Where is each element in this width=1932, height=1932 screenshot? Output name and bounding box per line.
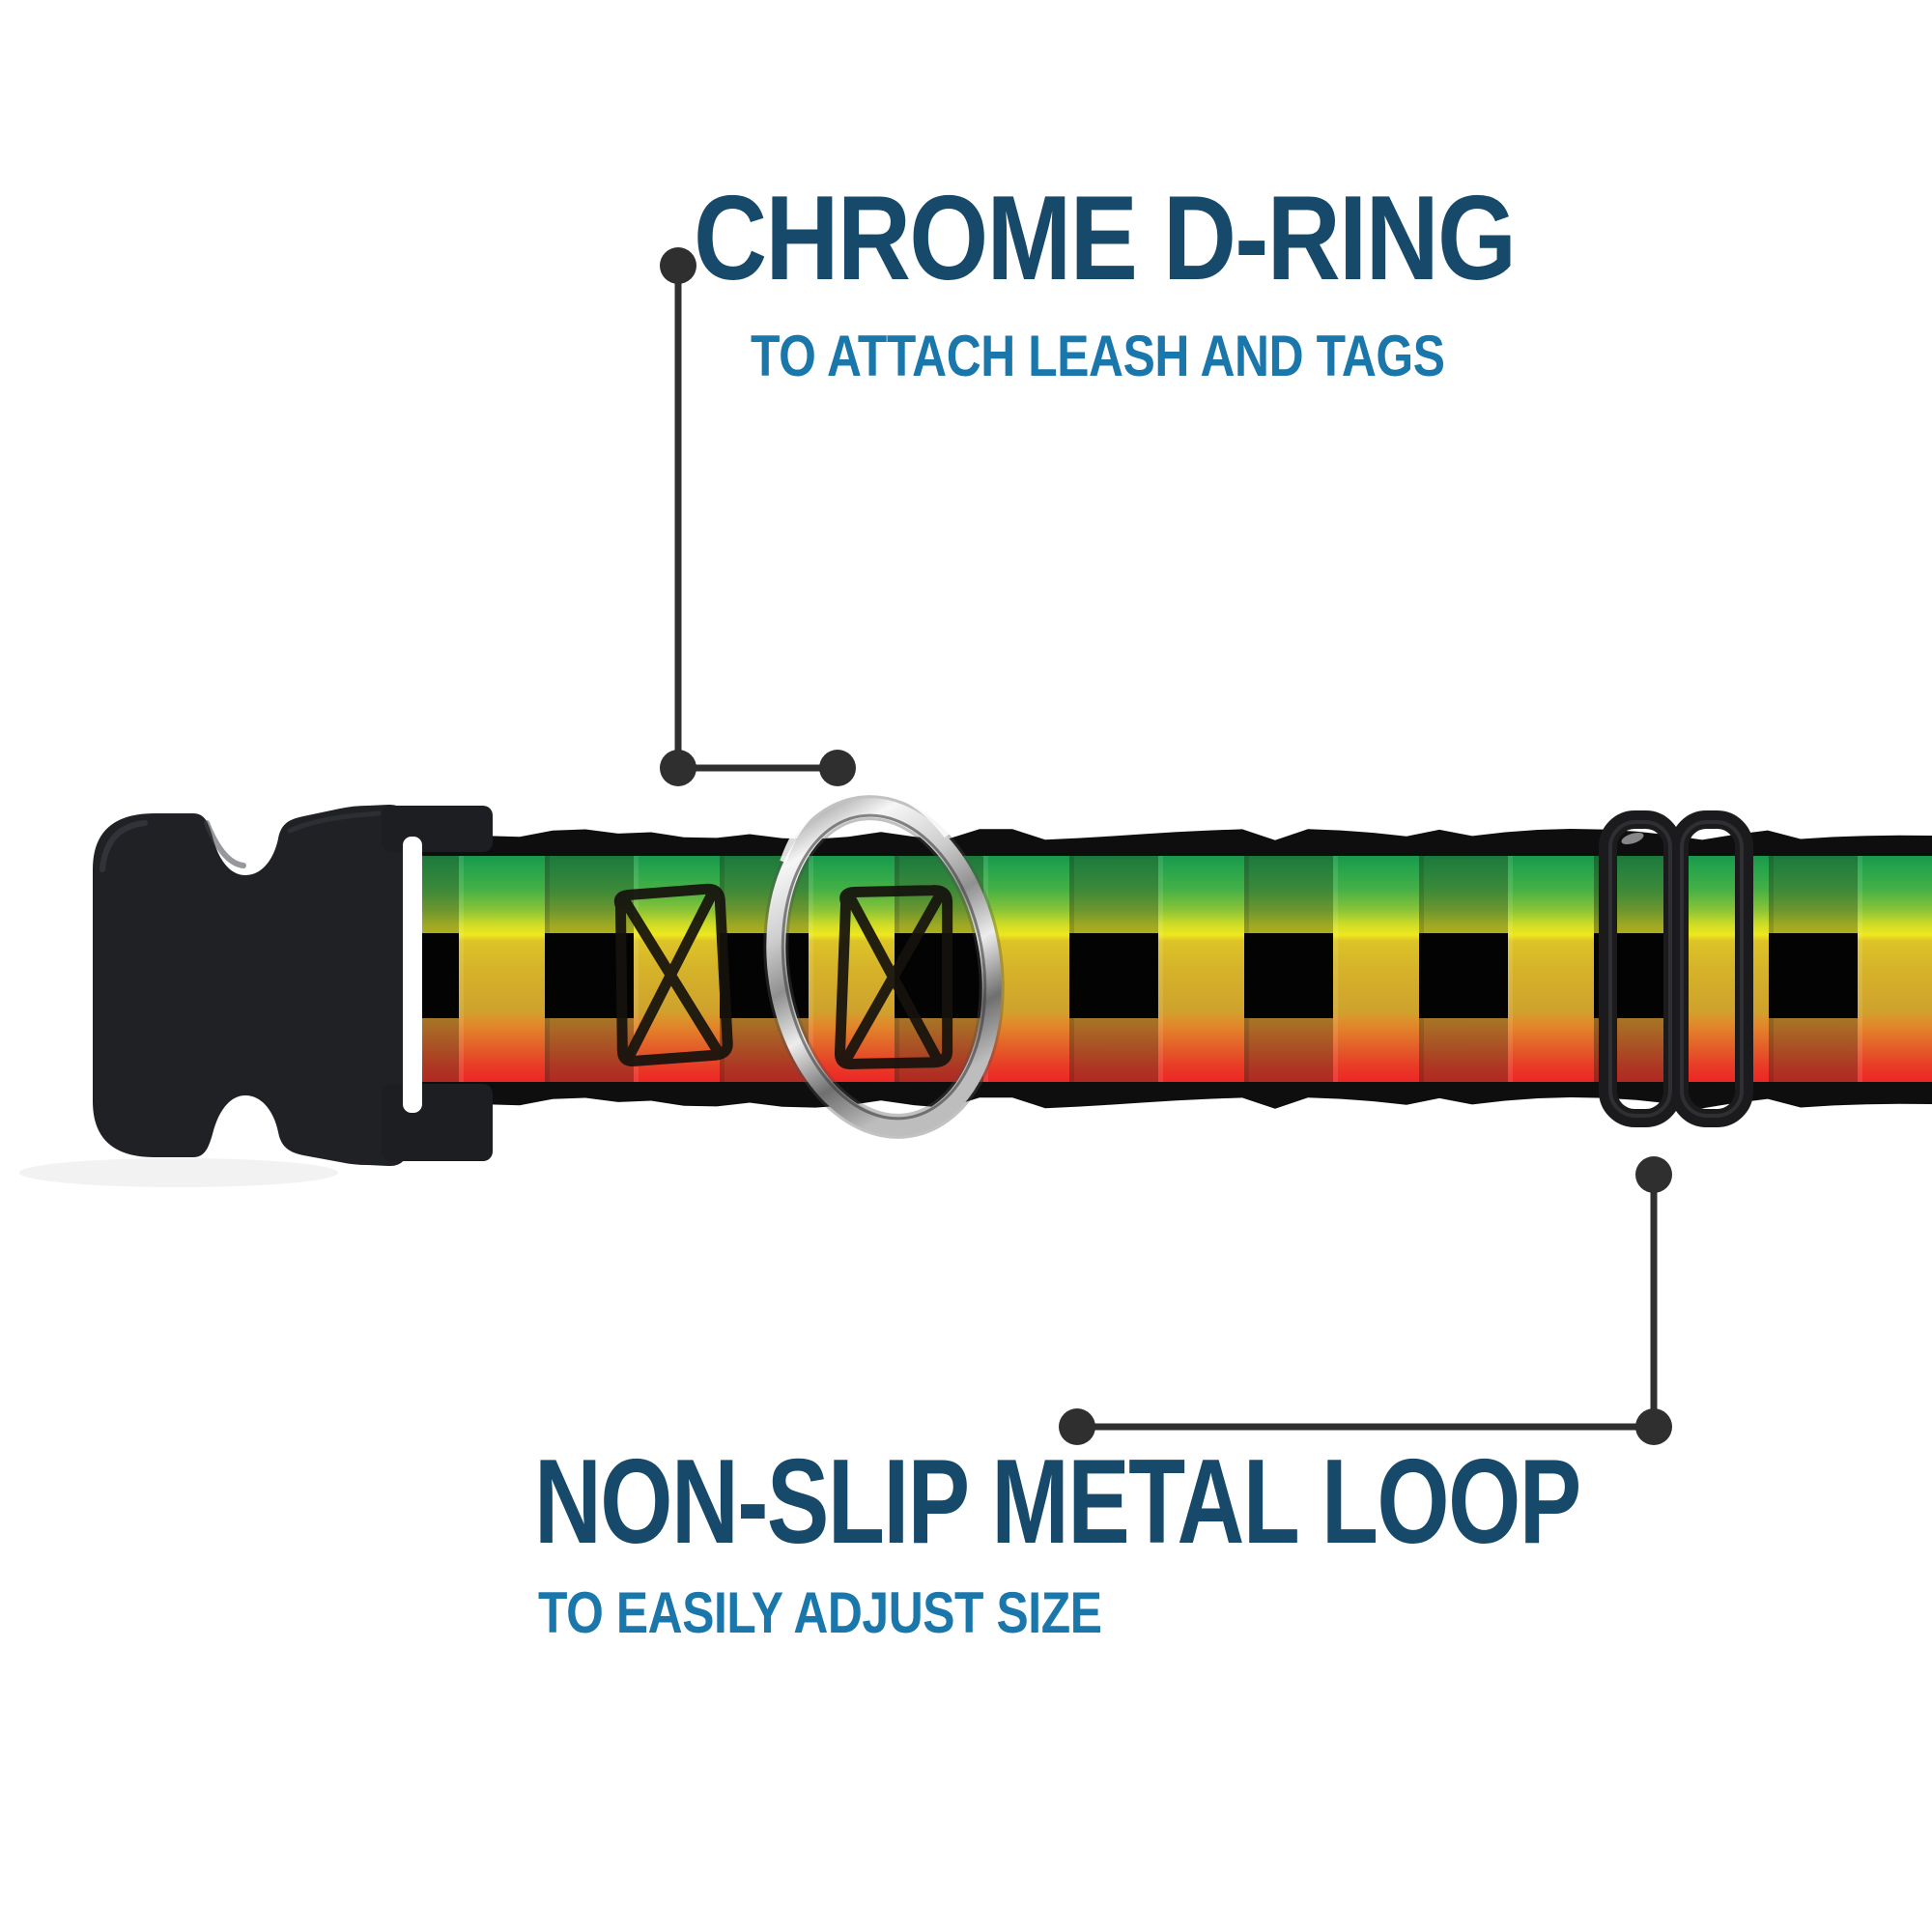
buckle-slot-gap bbox=[403, 837, 422, 1113]
adjuster-loop bbox=[1599, 810, 1753, 1127]
anchor-dot bbox=[1059, 1408, 1095, 1445]
buckle-highlight bbox=[287, 810, 382, 834]
anchor-dot bbox=[1635, 1408, 1672, 1445]
strap-edge-top bbox=[415, 829, 1932, 856]
chrome-d-ring bbox=[763, 784, 1005, 1139]
strap-edge-bottom bbox=[415, 1082, 1932, 1109]
anchor-dot bbox=[660, 247, 696, 284]
buckle-highlight bbox=[99, 820, 246, 872]
buckle-shadow bbox=[19, 1158, 338, 1187]
buckle-top-bar bbox=[382, 806, 493, 852]
buckle-bottom-bar bbox=[382, 1084, 493, 1161]
xbox-doodle-icon bbox=[613, 883, 733, 1067]
side-release-buckle bbox=[93, 804, 493, 1167]
anchor-dot bbox=[1635, 1156, 1672, 1193]
anchor-dot bbox=[819, 750, 856, 786]
callout-top-subtitle: TO ATTACH LEASH AND TAGS bbox=[751, 324, 1445, 388]
callout-bottom-subtitle: TO EASILY ADJUST SIZE bbox=[538, 1580, 1102, 1645]
callout-bottom-title: NON-SLIP METAL LOOP bbox=[534, 1435, 1581, 1569]
anchor-dot bbox=[660, 750, 696, 786]
leader-bottom bbox=[1059, 1156, 1672, 1445]
xbox-doodle-icon bbox=[834, 885, 953, 1069]
callout-top-title: CHROME D-RING bbox=[694, 172, 1517, 305]
leader-top bbox=[660, 247, 856, 786]
